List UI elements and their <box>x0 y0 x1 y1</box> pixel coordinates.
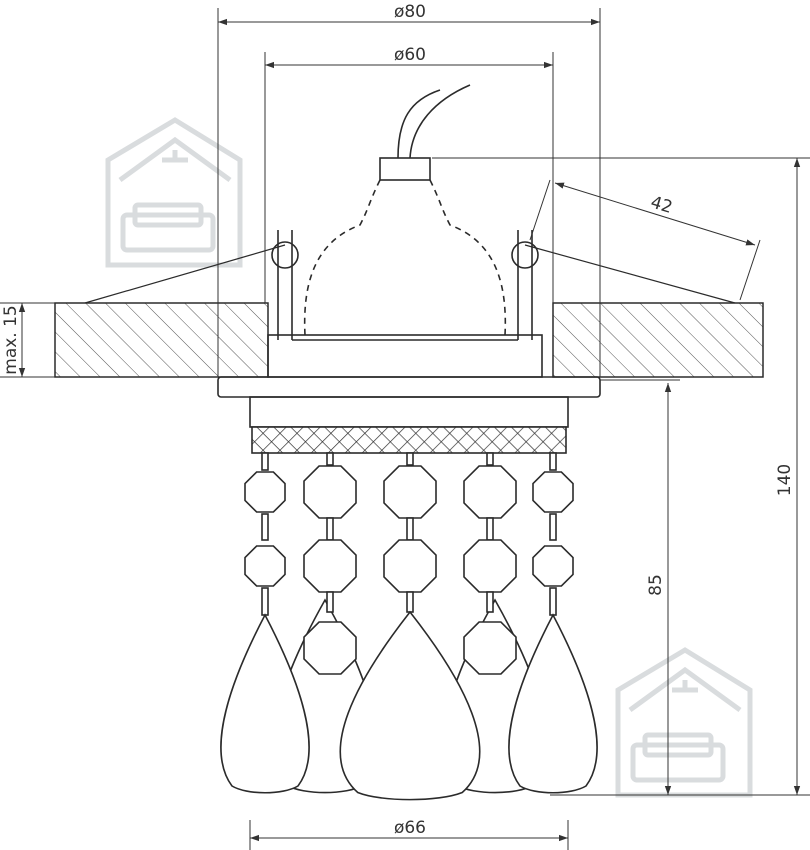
watermark-logo-right <box>615 647 753 798</box>
chain-link <box>261 587 269 616</box>
fixture-body <box>217 84 601 454</box>
crystal-octagon <box>463 465 517 519</box>
crystal-octagon <box>303 465 357 519</box>
chain-link <box>549 513 557 541</box>
crystal-octagon <box>463 621 517 675</box>
dim-label-total-height: 140 <box>775 464 795 496</box>
chain-link <box>261 452 269 471</box>
crystal-octagon <box>244 471 286 513</box>
crystal-octagon <box>463 539 517 593</box>
crystal-octagon <box>532 471 574 513</box>
dim-label-tilt: 42 <box>648 192 675 217</box>
dim-label-inner-diameter: ø60 <box>394 45 426 65</box>
crystal-octagon <box>244 545 286 587</box>
dim-label-ceiling-thickness: max. 15 <box>1 305 21 374</box>
crystal-drop <box>220 613 310 794</box>
ceiling-section <box>54 302 764 378</box>
crystal-octagon <box>303 621 357 675</box>
chain-link <box>326 517 334 541</box>
chain-link <box>486 517 494 541</box>
spring-clip-lines <box>84 244 736 304</box>
dim-label-outer-diameter: ø80 <box>394 2 426 22</box>
chain-link <box>406 452 414 466</box>
crystal-octagon <box>303 539 357 593</box>
crystal-drop <box>508 613 598 794</box>
crystal-octagon <box>383 539 437 593</box>
crystal-octagon <box>532 545 574 587</box>
crystal-drop <box>339 610 481 801</box>
chain-link <box>261 513 269 541</box>
dim-label-bottom-diameter: ø66 <box>394 818 426 838</box>
chain-link <box>549 452 557 471</box>
crystal-octagon <box>383 465 437 519</box>
chain-link <box>326 452 334 466</box>
chain-link <box>406 517 414 541</box>
crystal-pendants <box>220 452 598 801</box>
chain-link <box>486 591 494 613</box>
dimension-lines <box>0 8 810 850</box>
dim-label-visible-height: 85 <box>646 574 666 596</box>
watermark-logo-left <box>105 117 243 268</box>
chain-link <box>326 591 334 613</box>
chain-link <box>486 452 494 466</box>
chain-link <box>549 587 557 616</box>
chain-link <box>406 591 414 613</box>
